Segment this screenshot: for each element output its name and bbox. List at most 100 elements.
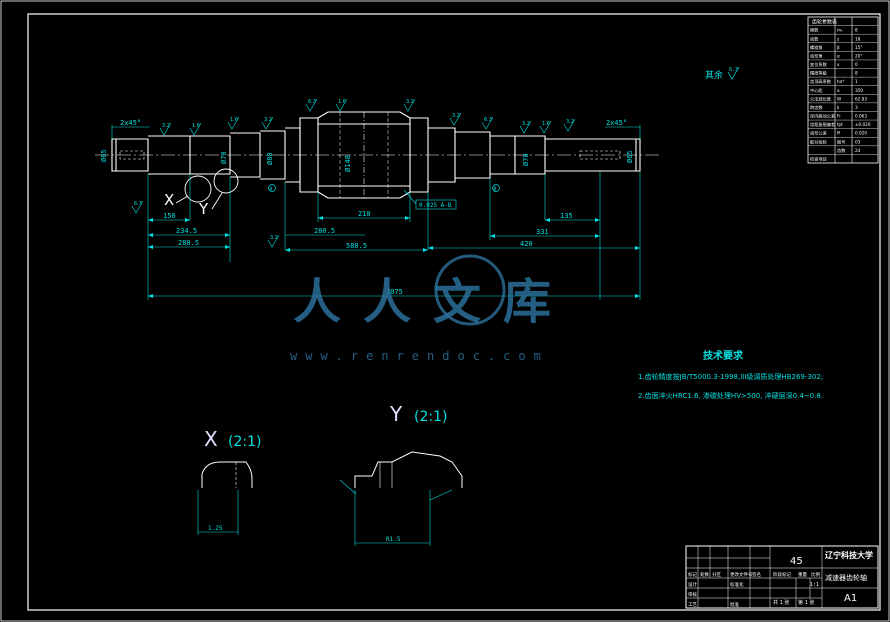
gear-table-cell: fpt bbox=[837, 122, 843, 127]
gear-table-cell: 变位系数 bbox=[810, 61, 828, 68]
dim-chamfer-left: 2x45° bbox=[120, 119, 141, 127]
tolerance-frame: 0.025 A-B bbox=[403, 189, 457, 210]
dim-d-bear-2: Ø70 bbox=[522, 153, 530, 166]
roughness-value: 6.3 bbox=[484, 117, 492, 123]
gear-table-cell: ha* bbox=[837, 79, 844, 84]
roughness-value: 1.6 bbox=[230, 117, 238, 123]
datum-a-label: A bbox=[270, 187, 273, 193]
view-y-scale: (2:1) bbox=[414, 409, 447, 425]
gear-table-cell: ±0.020 bbox=[855, 122, 871, 127]
dim-len-right-b: 331 bbox=[536, 228, 549, 236]
watermark-url: www.renrendoc.com bbox=[290, 349, 549, 363]
gear-table-cell: x bbox=[837, 62, 840, 67]
roughness-value: 3.2 bbox=[406, 99, 414, 105]
y-detail-dim: R1.5 bbox=[386, 536, 401, 543]
gear-table-cell: 1 bbox=[855, 79, 858, 84]
gear-table-cell: W bbox=[837, 96, 841, 101]
tech-title: 技术要求 bbox=[703, 349, 744, 362]
x-detail-dim: 1.25 bbox=[208, 525, 223, 532]
diameter-labels: Ø65 Ø70 Ø80 Ø148 Ø70 Ø65 bbox=[100, 149, 634, 172]
gear-table-cell: 0.020 bbox=[855, 131, 867, 136]
title-scale: 1:1 bbox=[810, 582, 819, 588]
title-block-label: 审核 bbox=[688, 591, 697, 598]
watermark: 人人文库 www.renrendoc.com bbox=[290, 254, 573, 363]
roughness-mark bbox=[403, 98, 416, 112]
tech-note-1: 1.齿轮精度按JB/T5000.3-1998,III级调质处理HB269-302… bbox=[638, 372, 823, 381]
dim-d-bear-1: Ø70 bbox=[220, 151, 228, 164]
roughness-mark bbox=[267, 234, 280, 248]
gear-table-cell: 齿顶高系数 bbox=[810, 78, 832, 85]
gear-table-cell: 350 bbox=[855, 88, 863, 93]
dim-chamfer-right: 2x45° bbox=[606, 119, 627, 127]
gear-table-cell: β bbox=[837, 45, 840, 50]
roughness-mark bbox=[539, 120, 552, 134]
datum-b-label: B bbox=[494, 187, 497, 193]
rest-finish-label: 其余 bbox=[705, 69, 723, 81]
gear-table-cell: 齿距极限偏差 bbox=[810, 121, 835, 128]
dim-len-2: 234.5 bbox=[176, 227, 197, 235]
gear-table-cell: 检查项目 bbox=[810, 156, 827, 163]
gear-table-cell: 齿数 bbox=[837, 147, 846, 154]
title-sheet: 第 1 张 bbox=[798, 599, 814, 606]
roughness-value: 3.2 bbox=[522, 121, 530, 127]
roughness-mark bbox=[189, 122, 202, 136]
title-drawing-no: A1 bbox=[844, 593, 857, 604]
roughness-mark bbox=[519, 120, 532, 134]
dim-len-gear-out: 280.5 bbox=[314, 227, 335, 235]
gear-table-cell: 24 bbox=[855, 148, 861, 153]
leader-x-label: X bbox=[164, 191, 174, 209]
gear-table-cell: ff bbox=[837, 131, 840, 136]
gear-table-cell: 15° bbox=[855, 45, 862, 50]
detail-view-y: Y (2:1) R1.5 bbox=[339, 402, 463, 546]
tech-note-2: 2.齿面淬火HRC1.6, 渗碳处理HV>500, 淬硬层深0.4~0.8. bbox=[638, 391, 823, 400]
dim-d-right-end: Ø65 bbox=[626, 150, 634, 163]
gear-table-cell: 配对齿轮 bbox=[810, 138, 828, 145]
roughness-mark bbox=[481, 116, 494, 130]
shaft-outline bbox=[95, 111, 660, 199]
keyways bbox=[119, 150, 621, 160]
dim-len-right-c: 420 bbox=[520, 240, 533, 248]
dimension-texts: 150 234.5 280.5 280.5 210 580.5 135 331 … bbox=[120, 119, 627, 296]
title-sheets-total: 共 1 张 bbox=[773, 599, 789, 606]
roughness-value: 3.2 bbox=[264, 117, 272, 123]
roughness-value: 3.2 bbox=[452, 113, 460, 119]
gear-table-cell: 0.063 bbox=[855, 114, 867, 119]
roughness-value: 3.2 bbox=[162, 123, 170, 129]
title-block-label: 阶段标记 bbox=[773, 571, 791, 578]
dim-len-left: 150 bbox=[163, 212, 176, 220]
watermark-logo-text: 人人文库 bbox=[293, 274, 573, 330]
gear-table-cell: 8 bbox=[855, 71, 858, 76]
title-part-name: 减速器齿轮轴 bbox=[825, 573, 867, 582]
gear-table-cell: 62.83 bbox=[855, 96, 867, 101]
dimension-lines bbox=[111, 125, 641, 300]
dim-d-left-end: Ø65 bbox=[100, 149, 108, 162]
title-material: 45 bbox=[790, 556, 803, 567]
gear-table-cell: 18 bbox=[855, 36, 861, 41]
gear-table-cell: 20° bbox=[855, 53, 862, 58]
roughness-value: 1.6 bbox=[338, 99, 346, 105]
title-block-label: 分区 bbox=[712, 571, 721, 578]
gear-table-cell: α bbox=[837, 53, 840, 58]
dim-len-right-a: 135 bbox=[560, 212, 573, 220]
gear-table-cell: mₙ bbox=[837, 28, 843, 33]
roughness-value: 6.3 bbox=[134, 201, 142, 207]
dimension-arrows bbox=[148, 216, 640, 298]
gear-table-cell: 模数 bbox=[810, 27, 819, 34]
gear-table-cell: 中心距 bbox=[810, 87, 823, 94]
technical-requirements: 技术要求 1.齿轮精度按JB/T5000.3-1998,III级调质处理HB26… bbox=[638, 349, 823, 400]
gear-table-cell: 0 bbox=[855, 62, 858, 67]
title-block-label: 处数 bbox=[700, 571, 709, 578]
title-block-label: 标准化 bbox=[730, 581, 744, 588]
roughness-value: 3.2 bbox=[270, 235, 278, 241]
rest-finish-value: 6.3 bbox=[729, 67, 738, 73]
leader-y-label: Y bbox=[198, 200, 209, 218]
gear-table-cell: a bbox=[837, 88, 840, 93]
title-block-label: 批准 bbox=[730, 601, 739, 608]
dim-d-gear: Ø148 bbox=[344, 155, 352, 172]
roughness-mark bbox=[449, 112, 462, 126]
title-block-label: 重量 bbox=[798, 571, 807, 578]
title-school: 辽宁科技大学 bbox=[825, 550, 873, 560]
roughness-mark bbox=[305, 98, 318, 112]
dim-len-3: 280.5 bbox=[178, 239, 199, 247]
